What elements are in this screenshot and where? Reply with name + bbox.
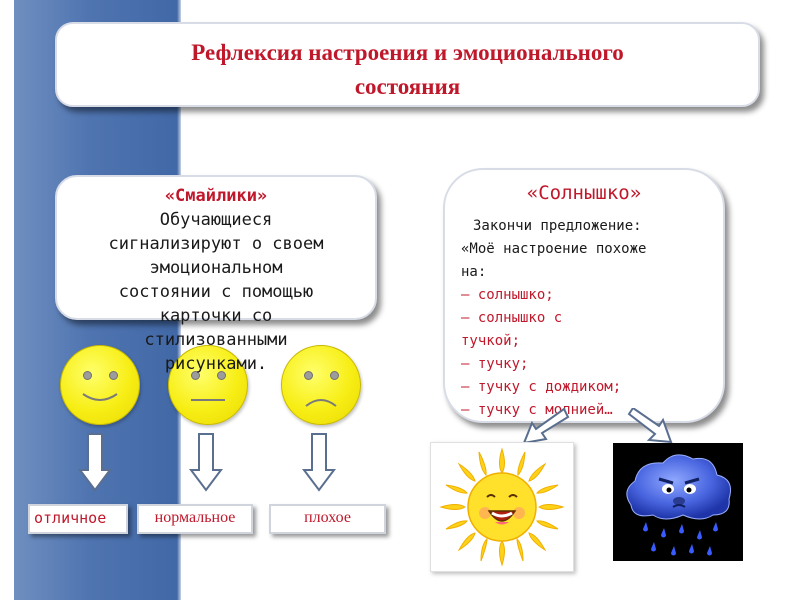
arrow-down-left-icon bbox=[522, 407, 570, 445]
label-normal[interactable]: нормальное bbox=[137, 504, 253, 534]
arrow-down-icon bbox=[302, 433, 336, 492]
sun-option: – тучку; bbox=[461, 356, 529, 372]
arrow-down-right-icon bbox=[627, 408, 673, 444]
sun-image bbox=[430, 442, 574, 572]
arrow-down-icon bbox=[78, 433, 112, 492]
page-title: Рефлексия настроения и эмоционального со… bbox=[57, 36, 758, 104]
label-excellent-text: отличное bbox=[34, 509, 107, 527]
cloud-image bbox=[613, 443, 743, 561]
label-bad-text: плохое bbox=[304, 509, 351, 526]
sun-option: – солнышко с bbox=[461, 310, 563, 326]
smileys-description: «Смайлики» Обучающиеся сигнализируют о с… bbox=[62, 184, 370, 376]
label-normal-text: нормальное bbox=[154, 509, 236, 526]
arrow-down-icon bbox=[189, 433, 223, 492]
smileys-line: карточки со bbox=[159, 306, 273, 326]
title-box: Рефлексия настроения и эмоционального со… bbox=[55, 22, 760, 107]
smileys-heading: «Смайлики» bbox=[164, 186, 268, 206]
smileys-line: стилизованными bbox=[144, 330, 288, 350]
sun-option: – тучку с молнией… bbox=[461, 402, 613, 418]
smileys-line: эмоциональном bbox=[149, 258, 283, 278]
label-excellent[interactable]: отличное bbox=[28, 504, 128, 534]
smileys-line: сигнализируют о своем bbox=[108, 234, 324, 254]
sun-intro-line: Закончи предложение: bbox=[473, 218, 642, 234]
sun-heading: «Солнышко» bbox=[526, 182, 642, 204]
sun-card bbox=[443, 168, 725, 423]
label-bad[interactable]: плохое bbox=[269, 504, 386, 534]
sun-option: тучкой; bbox=[461, 333, 521, 349]
sun-intro-line: на: bbox=[461, 264, 487, 280]
smileys-line: состоянии с помощью bbox=[118, 282, 314, 302]
smiley-neutral-icon[interactable] bbox=[168, 345, 248, 425]
sun-description: Закончи предложение: «Моё настроение пох… bbox=[461, 215, 721, 422]
angry-rain-cloud-icon bbox=[626, 454, 731, 556]
smiley-sad-icon[interactable] bbox=[281, 345, 361, 425]
sun-option: – солнышко; bbox=[461, 287, 554, 303]
smiley-happy-icon[interactable] bbox=[60, 345, 140, 425]
title-line-1: Рефлексия настроения и эмоционального bbox=[191, 40, 624, 65]
sun-option: – тучку с дождиком; bbox=[461, 379, 622, 395]
smileys-line: Обучающиеся bbox=[159, 210, 273, 230]
smileys-card bbox=[55, 175, 377, 320]
smileys-line: рисунками. bbox=[164, 354, 268, 374]
smiling-sun-icon bbox=[439, 447, 565, 567]
sun-intro-line: «Моё настроение похоже bbox=[461, 241, 647, 257]
title-line-2: состояния bbox=[354, 74, 461, 99]
